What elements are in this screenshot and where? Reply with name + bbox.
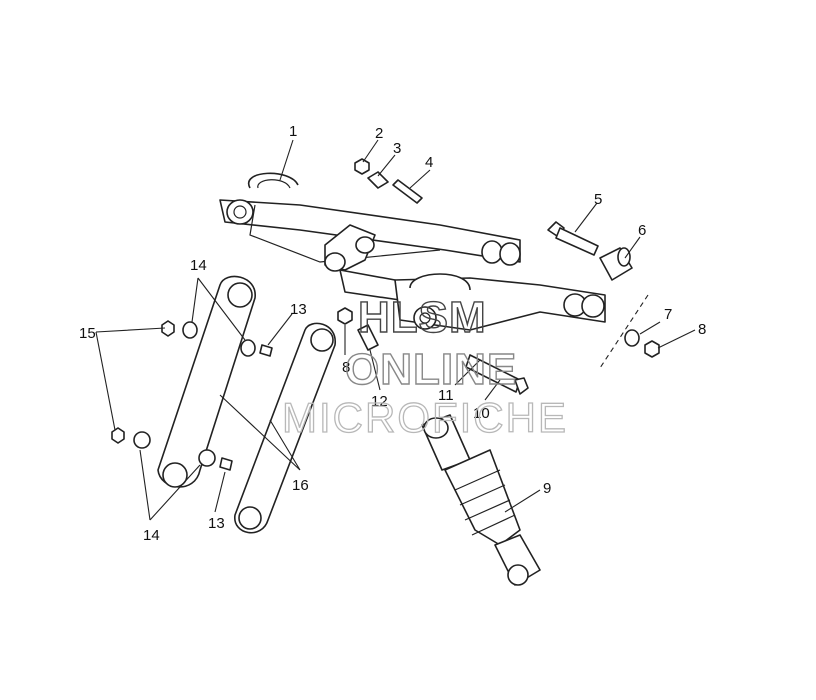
watermark-line-2: ONLINE bbox=[345, 345, 517, 394]
callout-labels: 1 2 3 4 5 6 7 8 8 9 10 11 12 13 13 14 14… bbox=[79, 123, 706, 544]
callout-8-left: 8 bbox=[342, 359, 350, 376]
callout-3: 3 bbox=[393, 140, 401, 157]
washer-nut-right bbox=[599, 294, 660, 369]
callout-16: 16 bbox=[292, 477, 309, 494]
callout-2: 2 bbox=[375, 125, 383, 142]
lower-swing-arm bbox=[394, 273, 606, 331]
callout-1: 1 bbox=[289, 123, 297, 140]
callout-14-upper: 14 bbox=[190, 257, 207, 274]
hardware-upper-pivot bbox=[354, 158, 423, 204]
callout-8-right: 8 bbox=[698, 321, 706, 338]
watermark-line-1: HLSM bbox=[358, 293, 487, 342]
callout-4: 4 bbox=[425, 154, 433, 171]
link-hardware bbox=[111, 320, 273, 471]
shock-mount-hardware bbox=[337, 307, 529, 395]
callout-12: 12 bbox=[371, 393, 388, 410]
callout-13-lower: 13 bbox=[208, 515, 225, 532]
callout-13-upper: 13 bbox=[290, 301, 307, 318]
callout-9: 9 bbox=[543, 480, 551, 497]
center-link-bracket bbox=[324, 224, 401, 301]
callout-15: 15 bbox=[79, 325, 96, 342]
watermark-line-3: MICROFICHE bbox=[282, 394, 568, 441]
hardware-rear-pivot bbox=[547, 221, 633, 281]
upper-swing-arm bbox=[219, 172, 521, 266]
leader-lines bbox=[95, 139, 696, 521]
link-arm-left bbox=[157, 275, 256, 488]
callout-5: 5 bbox=[594, 191, 602, 208]
callout-11: 11 bbox=[438, 387, 454, 404]
callout-6: 6 bbox=[638, 222, 646, 239]
watermark: HLSM ONLINE MICROFICHE bbox=[281, 292, 568, 441]
link-arm-right bbox=[234, 322, 336, 534]
callout-10: 10 bbox=[473, 405, 490, 422]
shock-absorber bbox=[421, 414, 541, 586]
callout-7: 7 bbox=[664, 306, 672, 323]
callout-14-lower: 14 bbox=[143, 527, 160, 544]
